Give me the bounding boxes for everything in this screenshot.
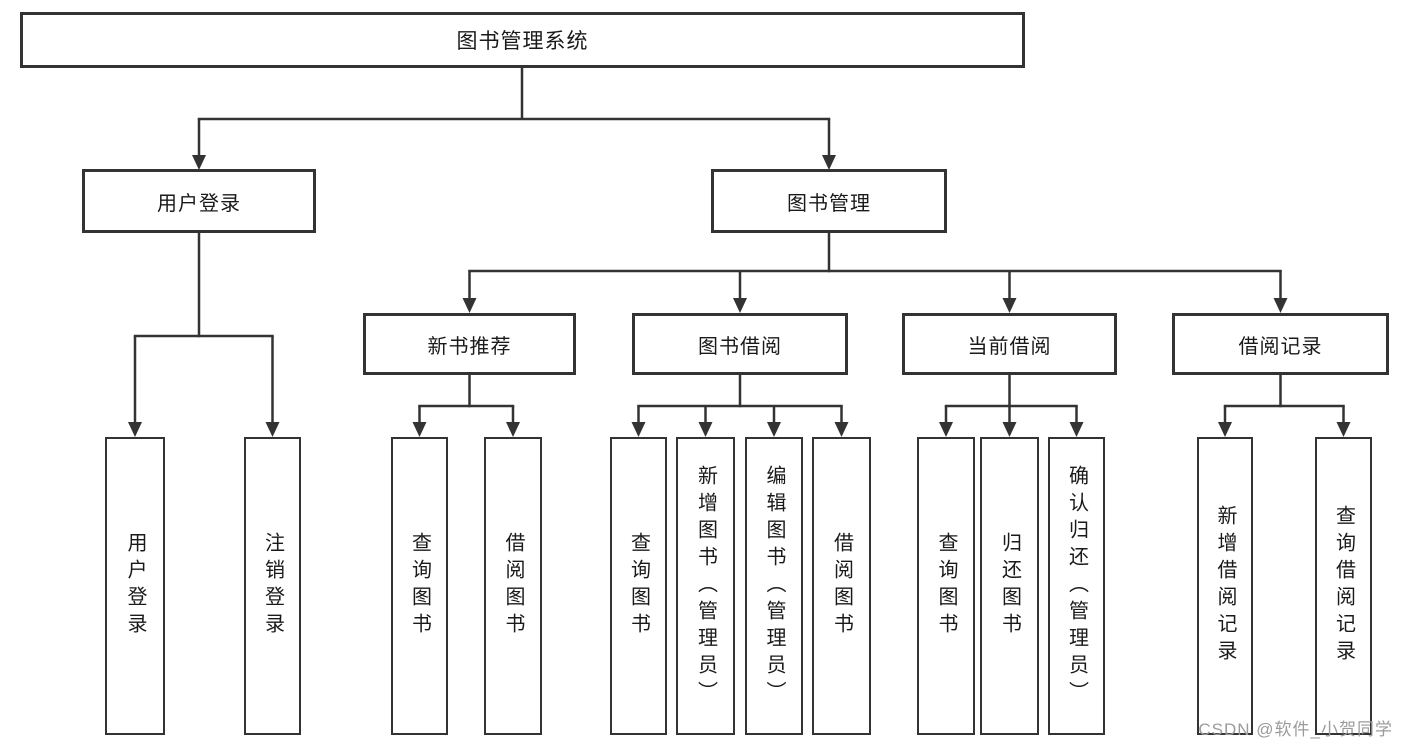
leaf-current-query-books: 查询图书: [917, 437, 975, 735]
leaf-current-query-books-label: 查询图书: [935, 532, 957, 640]
node-borrow-records: 借阅记录: [1172, 313, 1389, 375]
connector-root-to-level2: [192, 68, 836, 170]
node-new-book-recommend: 新书推荐: [363, 313, 576, 375]
node-book-management: 图书管理: [711, 169, 947, 233]
leaf-borrow-add-books-admin: 新增图书（管理员）: [676, 437, 735, 735]
leaf-records-add-record: 新增借阅记录: [1197, 437, 1253, 735]
connector-current-borrow-children: [939, 375, 1084, 437]
connector-user-login-children: [128, 233, 280, 437]
leaf-current-confirm-return-admin: 确认归还（管理员）: [1048, 437, 1105, 735]
leaf-borrow-query-books-label: 查询图书: [627, 532, 650, 640]
leaf-borrow-edit-books-admin-label: 编辑图书（管理员）: [763, 464, 785, 708]
csdn-watermark: CSDN @软件_小贺同学: [1198, 720, 1393, 739]
leaf-borrow-add-books-admin-label: 新增图书（管理员）: [694, 464, 717, 708]
connector-borrow-records-children: [1218, 375, 1351, 437]
node-current-borrow: 当前借阅: [902, 313, 1117, 375]
leaf-borrow-query-books: 查询图书: [610, 437, 667, 735]
leaf-newbook-borrow-books-label: 借阅图书: [502, 532, 524, 640]
leaf-records-add-record-label: 新增借阅记录: [1214, 505, 1236, 667]
leaf-current-return-books-label: 归还图书: [998, 532, 1021, 640]
leaf-borrow-edit-books-admin: 编辑图书（管理员）: [745, 437, 803, 735]
node-root-system: 图书管理系统: [20, 12, 1025, 68]
leaf-records-query-record-label: 查询借阅记录: [1332, 505, 1355, 667]
leaf-current-return-books: 归还图书: [980, 437, 1039, 735]
leaf-user-login: 用户登录: [105, 437, 165, 735]
leaf-borrow-borrow-books: 借阅图书: [812, 437, 871, 735]
node-user-login: 用户登录: [82, 169, 316, 233]
leaf-records-query-record: 查询借阅记录: [1315, 437, 1372, 735]
leaf-newbook-query-books-label: 查询图书: [408, 532, 431, 640]
connector-book-management-sections: [462, 233, 1288, 313]
leaf-newbook-query-books: 查询图书: [391, 437, 448, 735]
leaf-borrow-borrow-books-label: 借阅图书: [830, 532, 853, 640]
connector-book-borrow-children: [631, 375, 849, 437]
connector-new-book-children: [412, 375, 520, 437]
leaf-user-login-label: 用户登录: [124, 532, 146, 640]
node-book-borrow: 图书借阅: [632, 313, 848, 375]
leaf-logout: 注销登录: [244, 437, 301, 735]
leaf-current-confirm-return-admin-label: 确认归还（管理员）: [1065, 464, 1088, 708]
leaf-newbook-borrow-books: 借阅图书: [484, 437, 542, 735]
leaf-logout-label: 注销登录: [261, 532, 284, 640]
